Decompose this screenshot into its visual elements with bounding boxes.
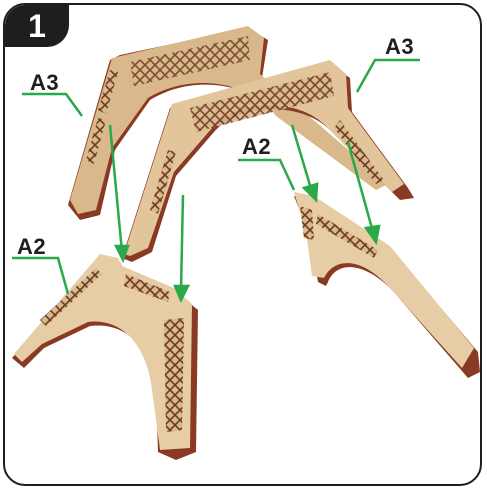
leader-a2-right — [238, 160, 294, 190]
label-a3-right: A3 — [385, 34, 414, 60]
leader-a3-right — [357, 60, 420, 92]
label-a2-right: A2 — [242, 134, 271, 160]
leader-a3-left — [22, 94, 82, 116]
part-a2-left — [12, 254, 198, 460]
label-a3-left: A3 — [30, 70, 59, 96]
part-a2-right — [294, 192, 480, 378]
leader-a2-left — [12, 258, 68, 294]
label-a2-left: A2 — [17, 234, 46, 260]
arrow-left-inner — [181, 195, 183, 290]
